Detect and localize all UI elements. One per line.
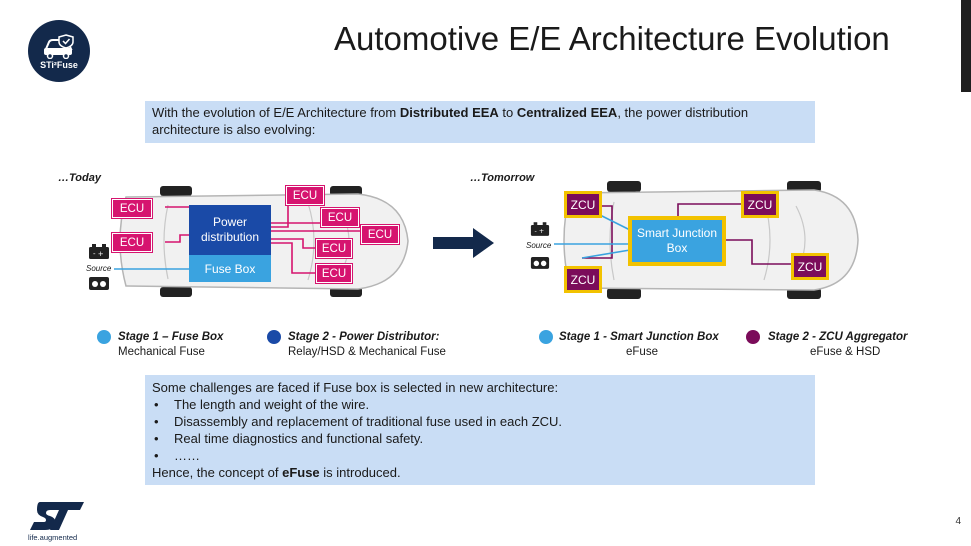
ecu-right-middle: ECU xyxy=(315,238,353,259)
zcu-rear-left: ZCU xyxy=(564,266,602,293)
evolution-arrow-icon xyxy=(433,228,494,258)
challenges-conclusion: Hence, the concept of eFuse is introduce… xyxy=(152,465,401,480)
zcu-front-right: ZCU xyxy=(741,191,779,218)
legend-title-stage2-power: Stage 2 - Power Distributor: xyxy=(288,331,440,343)
generator-icon xyxy=(530,257,550,269)
legend-sub-stage2-power: Relay/HSD & Mechanical Fuse xyxy=(288,346,446,358)
legend-title-stage1-sjb: Stage 1 - Smart Junction Box xyxy=(559,331,719,343)
challenges-box: Some challenges are faced if Fuse box is… xyxy=(145,375,815,485)
ecu-right-bottom: ECU xyxy=(315,263,353,284)
legend-sub-stage1-fuse: Mechanical Fuse xyxy=(118,346,205,358)
source-label-today: Source xyxy=(86,264,112,273)
ecu-left-top: ECU xyxy=(111,198,153,219)
list-item: The length and weight of the wire. xyxy=(152,396,808,413)
list-item: Disassembly and replacement of tradition… xyxy=(152,413,808,430)
page-title: Automotive E/E Architecture Evolution xyxy=(334,20,890,57)
smart-junction-box: Smart Junction Box xyxy=(628,216,726,266)
source-label-tomorrow: Source xyxy=(526,241,552,250)
legend-title-stage1-fuse: Stage 1 – Fuse Box xyxy=(118,331,224,343)
st-logo xyxy=(30,502,84,530)
list-item: Real time diagnostics and functional saf… xyxy=(152,430,808,447)
sti2fuse-logo: STi²Fuse xyxy=(28,20,90,82)
legend-sub-stage2-zcu: eFuse & HSD xyxy=(810,346,881,358)
legend-dot-stage2-power xyxy=(267,330,281,344)
zcu-rear-right: ZCU xyxy=(791,253,829,280)
svg-text:- +: - + xyxy=(535,228,545,235)
list-item: …… xyxy=(152,447,808,464)
legend-title-stage2-zcu: Stage 2 - ZCU Aggregator xyxy=(768,331,908,343)
battery-icon: - + xyxy=(89,244,109,259)
tomorrow-label: …Tomorrow xyxy=(470,172,535,184)
legend-dot-stage1-fuse xyxy=(97,330,111,344)
zcu-front-left: ZCU xyxy=(564,191,602,218)
challenges-intro: Some challenges are faced if Fuse box is… xyxy=(152,380,559,395)
legend-dot-stage2-zcu xyxy=(746,330,760,344)
battery-icon: - + xyxy=(530,222,550,236)
ecu-top: ECU xyxy=(285,185,325,206)
page-number: 4 xyxy=(955,516,961,527)
legend-dot-stage1-sjb xyxy=(539,330,553,344)
ecu-right-upper: ECU xyxy=(320,207,360,228)
fuse-box: Fuse Box xyxy=(189,255,271,282)
challenges-list: The length and weight of the wire. Disas… xyxy=(152,396,808,464)
power-distribution-box: Power distribution xyxy=(189,205,271,255)
car-shield-icon xyxy=(44,33,74,59)
legend-sub-stage1-sjb: eFuse xyxy=(626,346,658,358)
generator-icon xyxy=(89,277,109,290)
ecu-right-front: ECU xyxy=(360,224,400,245)
svg-text:- +: - + xyxy=(93,250,104,258)
today-label: …Today xyxy=(58,172,101,184)
intro-box: With the evolution of E/E Architecture f… xyxy=(145,101,815,143)
st-tagline: life.augmented xyxy=(28,533,78,542)
right-edge-bar xyxy=(961,0,971,92)
ecu-left-bottom: ECU xyxy=(111,232,153,253)
badge-text: STi²Fuse xyxy=(40,59,78,70)
